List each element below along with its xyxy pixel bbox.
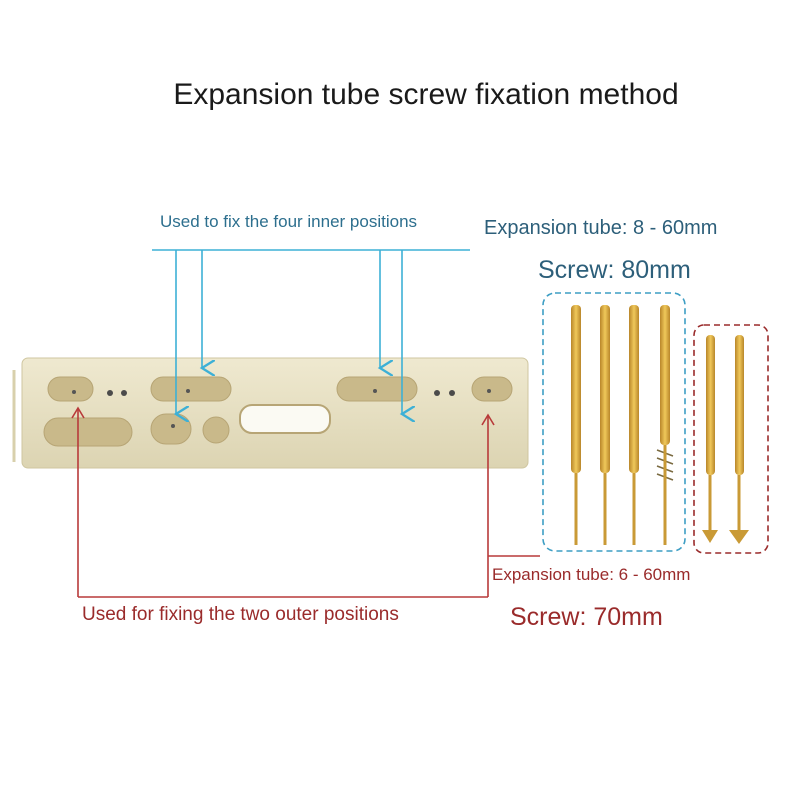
page-title: Expansion tube screw fixation method	[173, 78, 679, 111]
inner-arrows	[152, 249, 470, 414]
hangboard	[12, 357, 529, 469]
spec-a-tube-label: Expansion tube: 8 - 60mm	[484, 217, 718, 239]
screw-80mm-2	[600, 305, 610, 545]
inner-positions-callout: Used to fix the four inner positions	[160, 212, 418, 231]
screw-80mm-4	[656, 305, 674, 545]
screw-group-b-box	[693, 324, 769, 554]
screw-70mm-1	[702, 335, 718, 543]
screw-group-a-box	[542, 292, 686, 552]
spec-b-tube-label: Expansion tube: 6 - 60mm	[492, 565, 691, 584]
spec-a-screw-label: Screw: 80mm	[538, 256, 691, 284]
screw-80mm-1	[571, 305, 581, 545]
outer-positions-callout: Used for fixing the two outer positions	[82, 604, 399, 625]
screw-80mm-3	[629, 305, 639, 545]
outer-arrows	[71, 406, 540, 598]
screw-70mm-2	[729, 335, 749, 544]
spec-b-screw-label: Screw: 70mm	[510, 603, 663, 631]
